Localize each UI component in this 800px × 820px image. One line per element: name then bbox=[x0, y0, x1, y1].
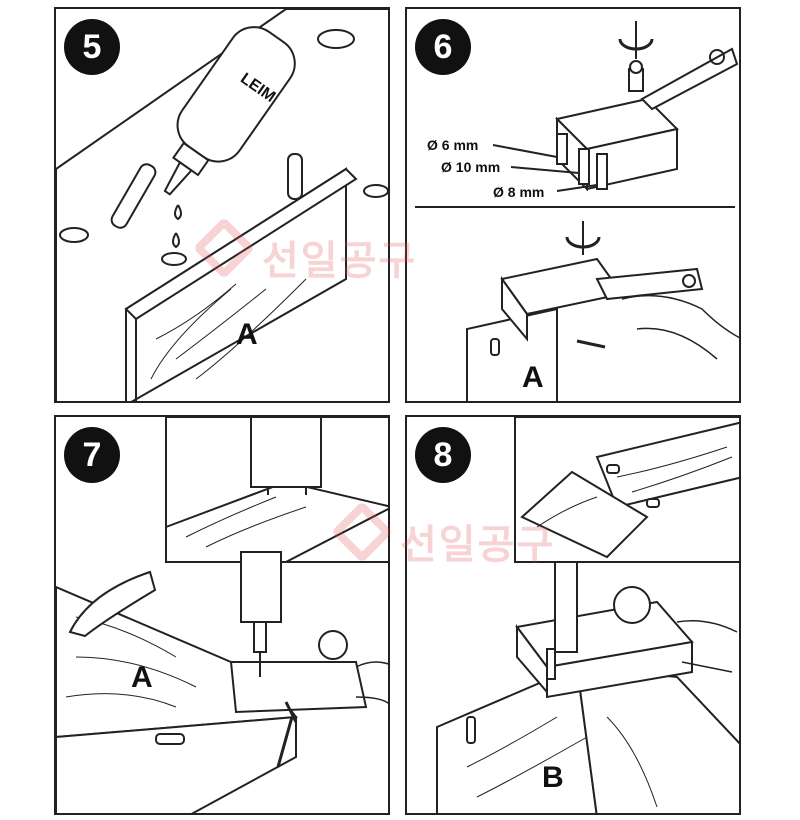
size-6mm-label: Ø 6 mm bbox=[427, 137, 478, 153]
step-number-badge: 8 bbox=[415, 427, 471, 483]
part-label-b: B bbox=[542, 761, 564, 794]
step-number-badge: 7 bbox=[64, 427, 120, 483]
step-7-panel: A 7 bbox=[54, 415, 390, 815]
part-label-a: A bbox=[236, 318, 258, 351]
step-number-badge: 5 bbox=[64, 19, 120, 75]
watermark-text: 선일공구 bbox=[400, 522, 556, 568]
step-6-panel: Ø 6 mm Ø 10 mm Ø 8 mm A 6 bbox=[405, 7, 741, 403]
step-8-panel: B 8 bbox=[405, 415, 741, 815]
watermark-text: 선일공구 bbox=[262, 238, 418, 284]
part-label-a: A bbox=[131, 661, 153, 694]
part-label-a: A bbox=[522, 361, 544, 394]
step-7-illustration: A bbox=[56, 417, 388, 813]
step-5-illustration: LEIM A bbox=[56, 9, 388, 401]
step-number-badge: 6 bbox=[415, 19, 471, 75]
size-10mm-label: Ø 10 mm bbox=[441, 159, 500, 175]
size-8mm-label: Ø 8 mm bbox=[493, 184, 544, 200]
step-8-illustration: B bbox=[436, 417, 739, 813]
step-5-panel: LEIM A 5 bbox=[54, 7, 390, 403]
step-6-illustration: Ø 6 mm Ø 10 mm Ø 8 mm A bbox=[415, 21, 739, 401]
